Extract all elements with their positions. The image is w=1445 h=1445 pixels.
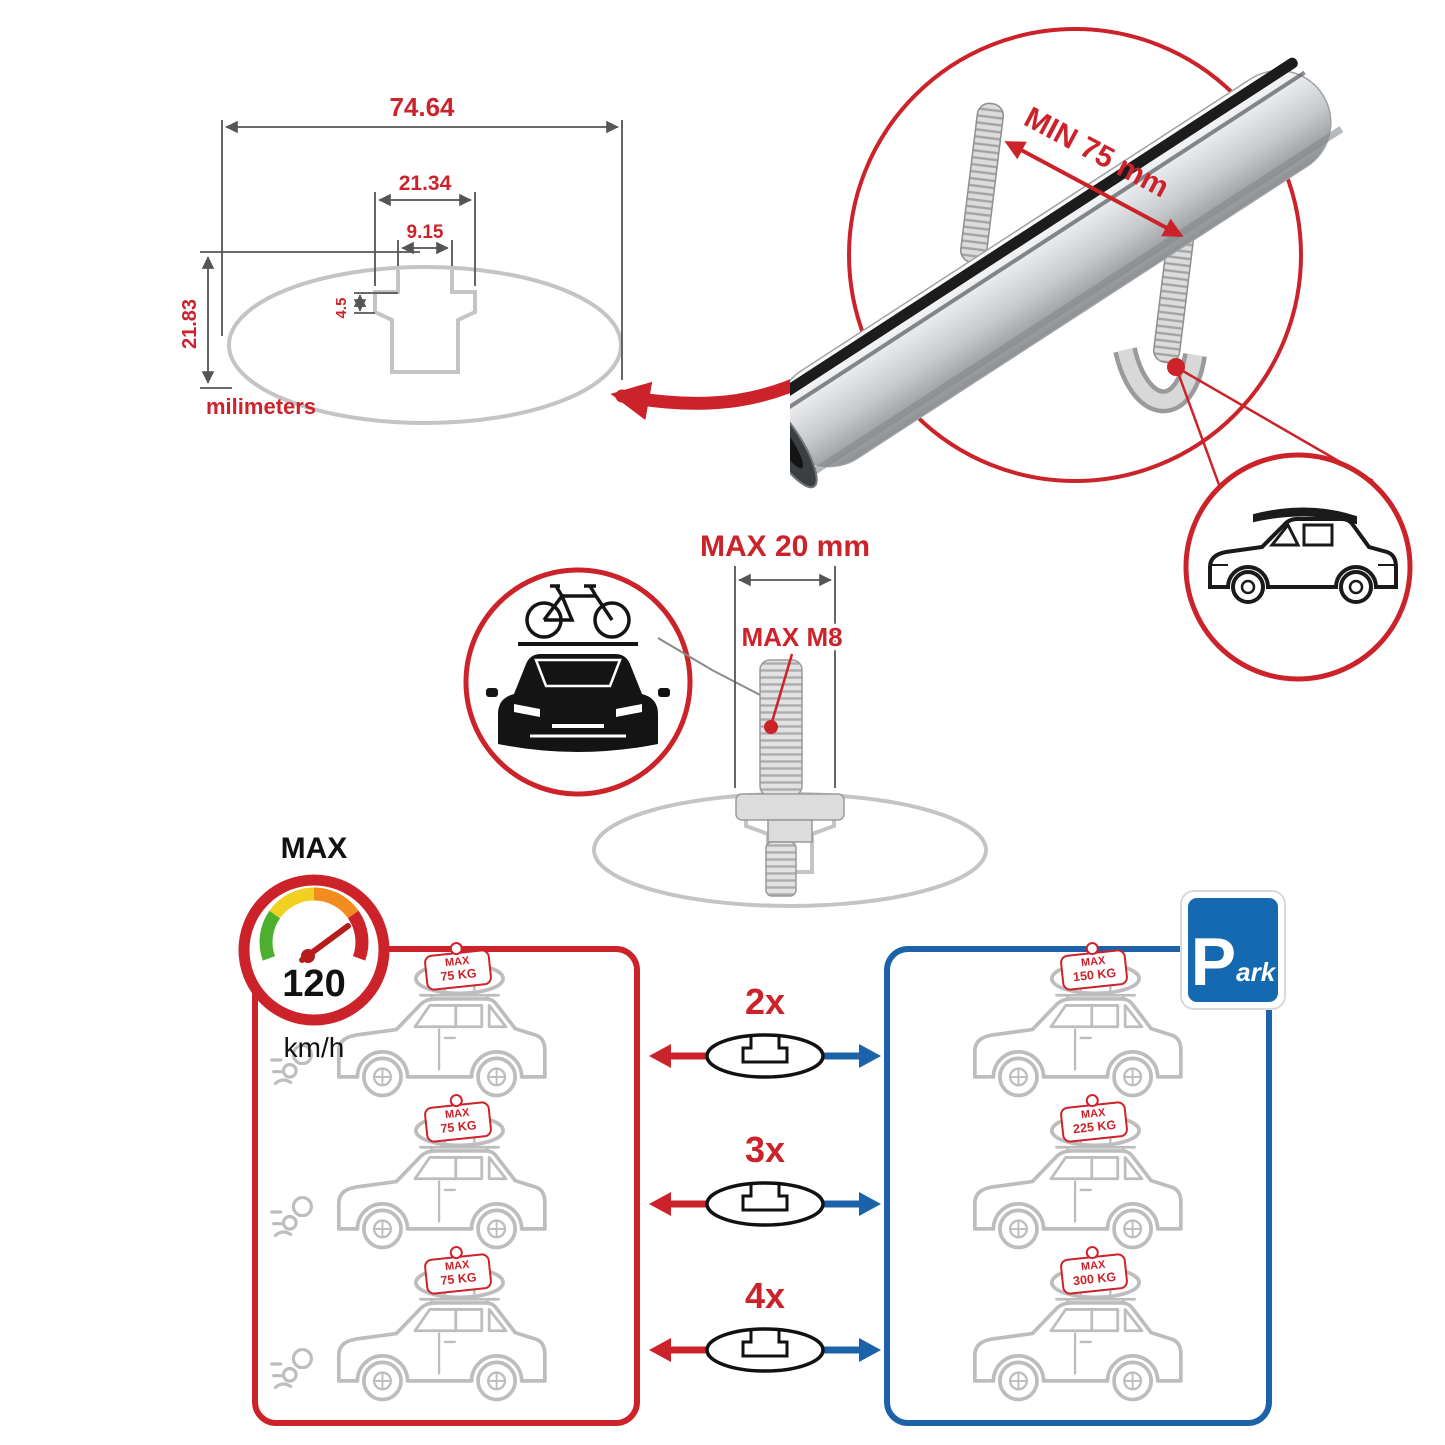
bar-count-label: 2x [744,981,786,1022]
gauge-arcs [259,887,369,961]
parked-car-row-3: MAX 300 KG [912,1245,1252,1414]
callout-dot [1167,358,1185,376]
exhaust-icon [270,1346,324,1400]
driving-car-row-2: MAX 75 KG [268,1093,608,1262]
load-tag: MAX 75 KG [423,1245,493,1296]
dim-lip-depth: 4.5 [333,298,350,319]
park-sign-letter: P [1190,924,1237,1001]
right-arrow-icon [859,1044,881,1068]
roof-box [1253,507,1357,525]
dim-total-height: 21.83 [179,299,201,349]
bar-count-graphic [649,1181,881,1227]
bar-count-row-3: 4x [645,1274,885,1387]
bar-count-label: 3x [744,1129,786,1170]
park-sign-face: P ark [1188,898,1278,1002]
load-tag: MAX 225 KG [1059,1093,1129,1144]
left-arrow-icon [649,1338,671,1362]
crossbar-profile-icon [705,1327,825,1373]
exhaust-icon [270,1194,324,1248]
park-sign-suffix: ark [1236,957,1276,987]
zoom-circle [847,27,1303,483]
bar-count-row-2: 3x [645,1128,885,1241]
parked-car-row-2: MAX 225 KG [912,1093,1252,1262]
driving-car-row-3: MAX 75 KG [268,1245,608,1414]
bar-count-graphic [649,1033,881,1079]
tag-loop-icon [1085,1245,1100,1260]
speed-max-label: MAX [280,832,348,865]
aluminum-crossbar [790,57,1344,489]
crossbar-profile-icon [705,1033,825,1079]
left-arrow-icon [649,1192,671,1216]
tag-loop-icon [449,941,464,956]
dim-channel-width: 21.34 [399,172,452,195]
bolt-diagram: MAX 20 mm MAX M8 [463,530,988,908]
headlights [514,704,642,717]
speed-value: 120 [282,963,345,1005]
max-clamp-label: MAX 20 mm [700,530,870,563]
speedometer-gauge: 120 [238,874,390,1026]
bolt-flange [735,793,845,821]
left-arrow-icon [649,1044,671,1068]
units-label: milimeters [206,394,316,419]
bicycle-icon [518,584,638,646]
crossbar-profile-icon [705,1181,825,1227]
load-tag: MAX 75 KG [423,941,493,992]
park-sign: P ark [1180,890,1286,1010]
right-arrow-icon [859,1338,881,1362]
clamp-rod-left-icon [959,102,1005,264]
bolt-dim-lines [734,566,836,788]
max-thread-label: MAX M8 [741,622,842,652]
load-tag: MAX 75 KG [423,1093,493,1144]
tag-loop-icon [449,1093,464,1108]
crossbar-photo: MIN 75 mm [790,27,1413,682]
dimension-lines [200,120,623,389]
bar-count-label: 4x [744,1275,786,1316]
tag-loop-icon [449,1245,464,1260]
min-spread-arrow [1004,141,1184,237]
suv-with-roofbox [1208,507,1398,604]
callout-leader-line [657,637,767,699]
load-tag: MAX 300 KG [1059,1245,1129,1296]
bar-count-row-1: 2x [645,980,885,1093]
cross-section-diagram: 74.64 21.34 9.15 4.5 21.83 milimeters [179,92,623,425]
load-tag: MAX 150 KG [1059,941,1129,992]
dim-total-width: 74.64 [389,92,455,122]
dim-slot-width: 9.15 [407,222,444,243]
crossbar-tslot-profile [373,270,477,374]
tag-loop-icon [1085,941,1100,956]
right-arrow-icon [859,1192,881,1216]
car-front-silhouette [486,654,670,752]
bar-count-graphic [649,1327,881,1373]
tag-loop-icon [1085,1093,1100,1108]
thread-dot [764,720,778,734]
speed-unit-label: km/h [283,1032,345,1063]
